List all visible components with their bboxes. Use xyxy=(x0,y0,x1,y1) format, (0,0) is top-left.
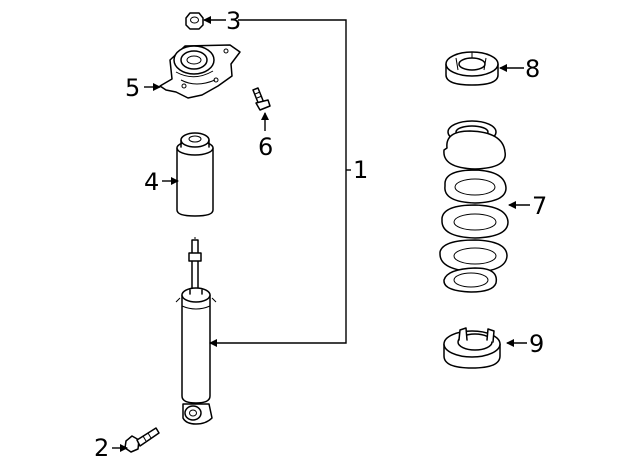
callout-9: 9 xyxy=(529,330,544,358)
callout-1: 1 xyxy=(353,156,368,184)
callout-6: 6 xyxy=(258,133,273,161)
callout-4: 4 xyxy=(144,168,159,196)
lower-bolt-part-2 xyxy=(124,427,160,453)
callout-3: 3 xyxy=(226,7,241,35)
upper-mount-part-5 xyxy=(159,44,241,99)
nut-part-3 xyxy=(185,12,204,30)
leader-lines xyxy=(112,16,530,452)
coil-spring-part-7 xyxy=(439,120,509,293)
callout-8: 8 xyxy=(525,55,540,83)
dust-boot-part-4 xyxy=(176,132,214,217)
upper-spring-seat-part-8 xyxy=(445,51,499,86)
lower-spring-seat-part-9 xyxy=(443,327,501,369)
callout-2: 2 xyxy=(94,434,109,462)
callout-labels: 1 2 3 4 5 6 7 8 9 xyxy=(94,7,547,462)
shock-absorber-part-1 xyxy=(175,237,217,425)
callout-5: 5 xyxy=(125,74,140,102)
bolt-part-6 xyxy=(252,87,271,111)
callout-7: 7 xyxy=(532,192,547,220)
